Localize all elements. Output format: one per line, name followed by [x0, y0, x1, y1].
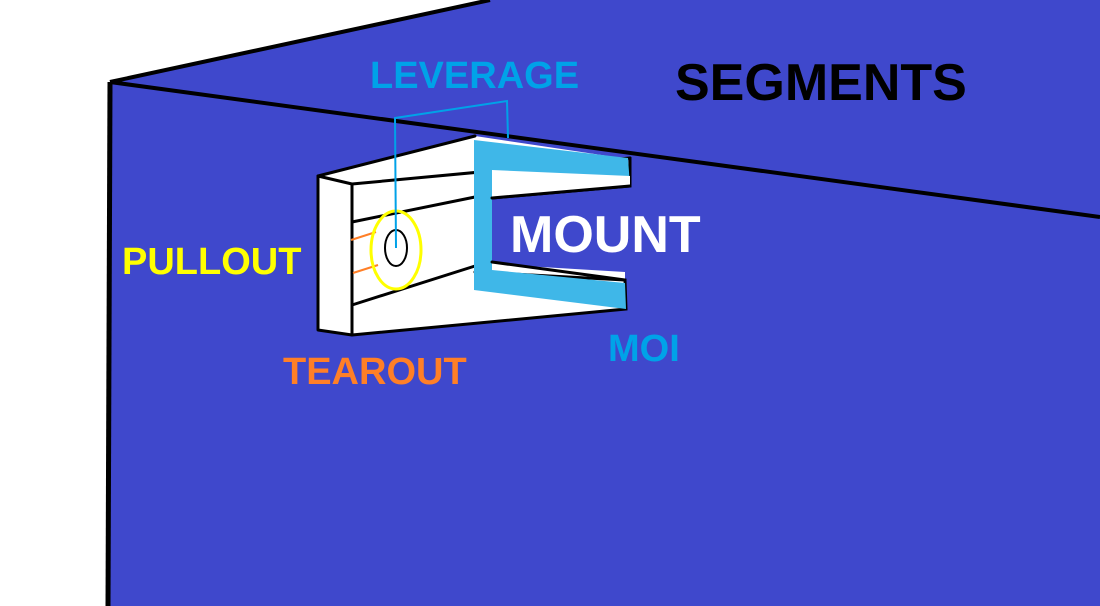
mount-label: MOUNT [510, 206, 701, 264]
leverage-label: LEVERAGE [370, 55, 579, 97]
segments-label: SEGMENTS [675, 54, 967, 112]
upper-channel-gap [492, 170, 630, 198]
pullout-label: PULLOUT [122, 241, 301, 283]
panel-left-edge [105, 81, 113, 606]
leverage-line [393, 99, 509, 249]
panel-joint-line [109, 80, 1100, 219]
bracket-left-face [316, 174, 354, 337]
channel-outline [490, 184, 632, 282]
panel-top-edge [109, 0, 491, 84]
tearout-label: TEAROUT [283, 351, 467, 393]
moi-label: MOI [608, 328, 680, 370]
